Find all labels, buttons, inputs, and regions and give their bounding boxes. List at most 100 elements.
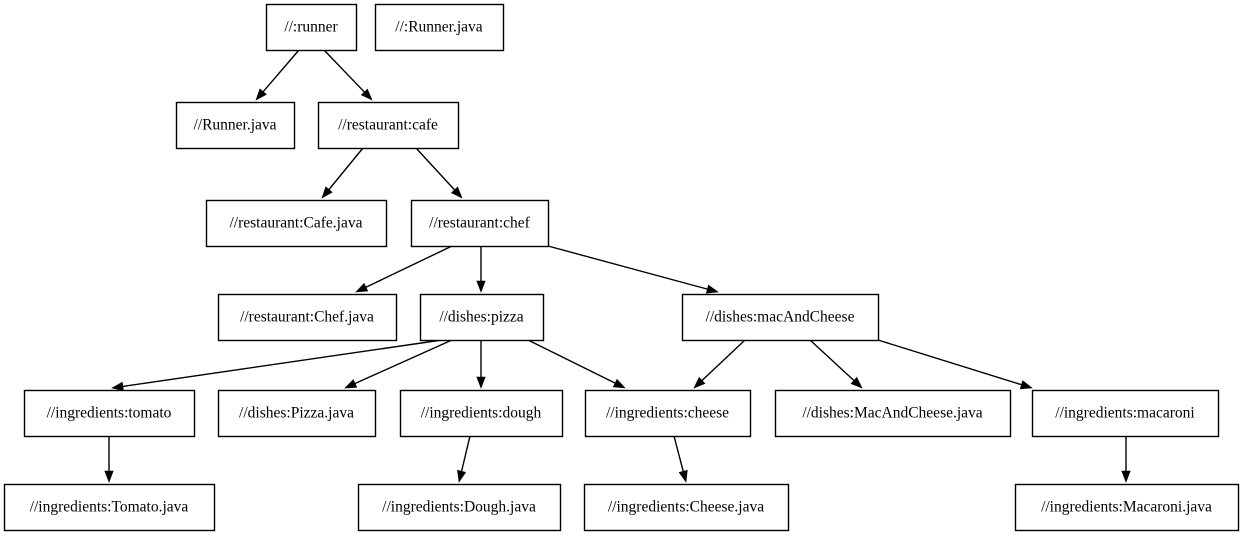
- edge-line: [460, 435, 471, 472]
- edge-arrowhead: [255, 88, 267, 101]
- node-box[interactable]: [217, 293, 398, 342]
- graph-edge: [255, 49, 300, 101]
- edge-line: [673, 435, 684, 472]
- graph-edge: [355, 245, 453, 293]
- node-label: //dishes:macAndCheese: [706, 309, 855, 326]
- edge-line: [527, 339, 616, 384]
- graph-node-ing_tomato[interactable]: //ingredients:tomato: [23, 389, 196, 438]
- graph-node-ing_cheese_java[interactable]: //ingredients:Cheese.java: [583, 483, 790, 532]
- node-box[interactable]: [23, 389, 196, 438]
- graph-node-dishes_macandcheese[interactable]: //dishes:macAndCheese: [681, 293, 880, 342]
- node-label: //dishes:MacAndCheese.java: [802, 405, 982, 422]
- edge-line: [809, 339, 855, 382]
- edge-arrowhead: [360, 88, 373, 101]
- graph-edge: [457, 435, 471, 483]
- graph-edge: [104, 436, 114, 483]
- node-box[interactable]: [419, 293, 545, 342]
- edge-line: [415, 147, 456, 191]
- node-label: //Runner.java: [193, 117, 276, 134]
- edge-arrowhead: [457, 469, 467, 483]
- graph-node-restaurant_cafe_java[interactable]: //restaurant:Cafe.java: [205, 199, 388, 248]
- graph-node-ing_tomato_java[interactable]: //ingredients:Tomato.java: [3, 483, 216, 532]
- graph-edge: [877, 339, 1033, 390]
- edge-line: [701, 339, 746, 381]
- node-label: //ingredients:tomato: [47, 405, 172, 422]
- edge-arrowhead: [705, 284, 719, 294]
- graph-edge: [809, 339, 863, 389]
- node-box[interactable]: [1031, 389, 1220, 438]
- node-label: //:runner: [284, 19, 338, 36]
- node-box[interactable]: [374, 3, 505, 52]
- node-box[interactable]: [1014, 483, 1240, 532]
- edge-line: [877, 339, 1022, 386]
- edge-arrowhead: [104, 470, 114, 483]
- node-box[interactable]: [584, 389, 752, 438]
- node-label: //dishes:pizza: [439, 309, 523, 326]
- node-label: //restaurant:cafe: [338, 117, 438, 134]
- node-box[interactable]: [410, 199, 550, 248]
- node-label: //ingredients:Macaroni.java: [1041, 499, 1212, 516]
- node-box[interactable]: [317, 101, 460, 150]
- edge-arrowhead: [850, 376, 863, 389]
- edge-arrowhead: [476, 280, 486, 293]
- edge-arrowhead: [476, 376, 486, 389]
- graph-node-ing_dough[interactable]: //ingredients:dough: [399, 389, 564, 438]
- node-label: //ingredients:Cheese.java: [608, 499, 764, 516]
- graph-edge: [693, 339, 746, 389]
- graph-edge: [673, 435, 688, 483]
- edge-arrowhead: [1019, 380, 1033, 390]
- edge-line: [328, 147, 364, 190]
- edge-arrowhead: [1121, 470, 1131, 483]
- graph-node-ing_macaroni_java[interactable]: //ingredients:Macaroni.java: [1014, 483, 1240, 532]
- node-label: //restaurant:Cafe.java: [230, 215, 363, 232]
- graph-node-ing_cheese[interactable]: //ingredients:cheese: [584, 389, 752, 438]
- graph-node-dishes_macjava[interactable]: //dishes:MacAndCheese.java: [774, 389, 1012, 438]
- graph-node-runner[interactable]: //:runner: [265, 3, 358, 52]
- node-label: //restaurant:chef: [429, 215, 531, 232]
- graph-edge: [321, 147, 364, 199]
- graph-edge: [1121, 436, 1131, 483]
- node-box[interactable]: [774, 389, 1012, 438]
- edge-arrowhead: [678, 469, 688, 483]
- node-box[interactable]: [265, 3, 358, 52]
- edge-arrowhead: [321, 186, 333, 199]
- node-label: //ingredients:Tomato.java: [30, 499, 189, 516]
- node-box[interactable]: [357, 483, 562, 532]
- graph-node-dishes_pizza_java[interactable]: //dishes:Pizza.java: [217, 389, 377, 438]
- node-label: //ingredients:Dough.java: [382, 499, 536, 516]
- graph-node-root_runner_java[interactable]: //:Runner.java: [374, 3, 505, 52]
- node-box[interactable]: [583, 483, 790, 532]
- graph-node-restaurant_cafe[interactable]: //restaurant:cafe: [317, 101, 460, 150]
- graph-edge: [323, 49, 373, 101]
- node-box[interactable]: [681, 293, 880, 342]
- edge-line: [354, 339, 453, 385]
- graph-node-runner_java[interactable]: //Runner.java: [175, 101, 296, 150]
- node-box[interactable]: [175, 101, 296, 150]
- node-box[interactable]: [205, 199, 388, 248]
- graph-node-restaurant_chef_java[interactable]: //restaurant:Chef.java: [217, 293, 398, 342]
- edge-line: [365, 245, 453, 288]
- graph-edge: [476, 340, 486, 389]
- graph-node-dishes_pizza[interactable]: //dishes:pizza: [419, 293, 545, 342]
- node-box[interactable]: [3, 483, 216, 532]
- graph-node-ing_dough_java[interactable]: //ingredients:Dough.java: [357, 483, 562, 532]
- node-label: //dishes:Pizza.java: [239, 405, 354, 422]
- node-box[interactable]: [399, 389, 564, 438]
- edge-arrowhead: [450, 186, 463, 199]
- node-label: //ingredients:macaroni: [1055, 405, 1195, 422]
- edge-line: [262, 49, 300, 93]
- graph-edge: [527, 339, 626, 389]
- edges-layer: [104, 49, 1131, 483]
- node-label: //ingredients:dough: [421, 405, 542, 422]
- edge-arrowhead: [344, 379, 358, 389]
- graph-node-ing_macaroni[interactable]: //ingredients:macaroni: [1031, 389, 1220, 438]
- edge-arrowhead: [111, 381, 124, 391]
- graph-node-restaurant_chef[interactable]: //restaurant:chef: [410, 199, 550, 248]
- node-label: //ingredients:cheese: [606, 405, 729, 422]
- graph-edge: [344, 339, 453, 389]
- nodes-layer: //:runner //:Runner.java //Runner.java //re…: [3, 3, 1240, 532]
- node-box[interactable]: [217, 389, 377, 438]
- node-label: //restaurant:Chef.java: [240, 309, 374, 326]
